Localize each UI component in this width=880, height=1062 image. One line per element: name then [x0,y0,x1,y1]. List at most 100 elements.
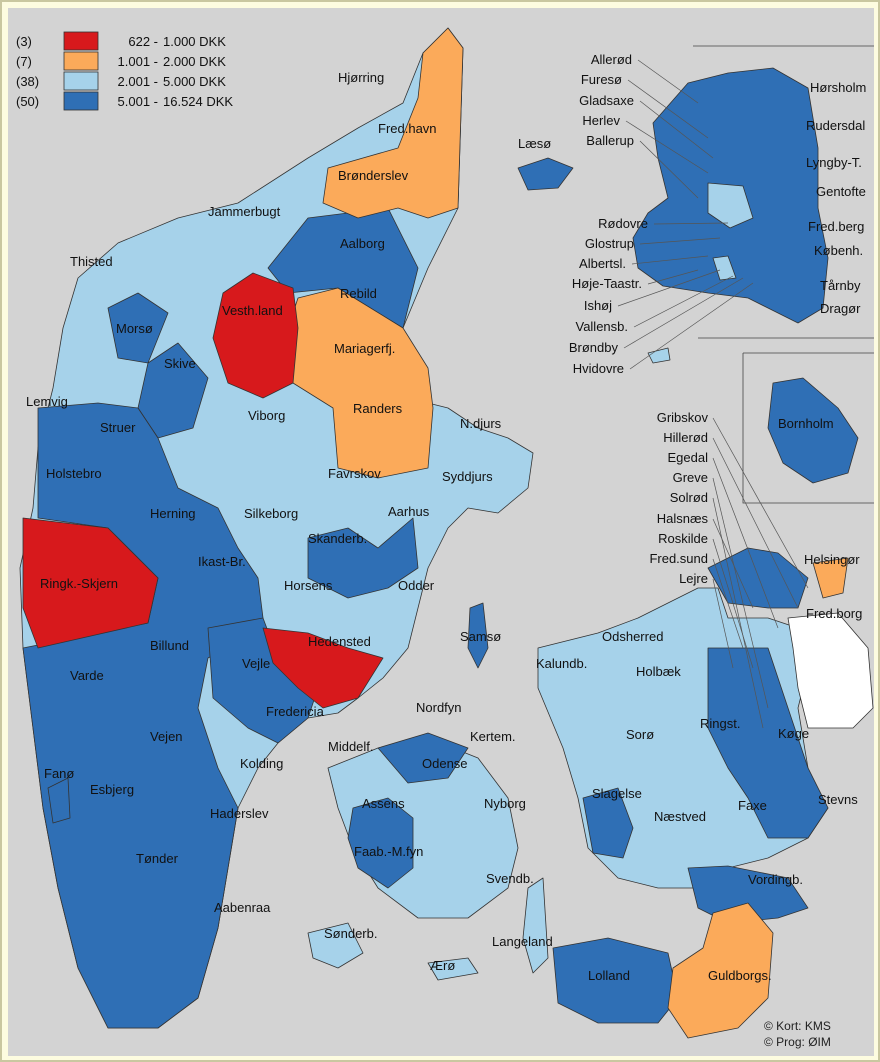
label-vesthland: Vesth.land [222,303,283,318]
muni-dark-vordingborg [687,865,809,924]
label-mariagerfj: Mariagerfj. [334,341,395,356]
island-aero [427,957,479,981]
credit-prog: © Prog: ØIM [764,1035,831,1049]
label-helsingor: Helsingør [804,552,860,567]
inset-label-kobenh: Københ. [814,243,863,258]
label-slagelse: Slagelse [592,786,642,801]
nsj-label-gribskov: Gribskov [657,410,709,425]
label-ikastbr: Ikast-Br. [198,554,246,569]
muni-dark-lolland [552,937,679,1024]
label-ringst: Ringst. [700,716,740,731]
inset-label-glostrup: Glostrup [585,236,634,251]
label-bronderslev: Brønderslev [338,168,409,183]
inset-label-herlev: Herlev [582,113,620,128]
label-skanderb: Skanderb. [308,531,367,546]
legend-count-4: (50) [16,94,39,109]
label-horsens: Horsens [284,578,333,593]
label-esbjerg: Esbjerg [90,782,134,797]
label-laeso: Læsø [518,136,551,151]
muni-dark-nordfyn [377,732,469,784]
legend-to-2: 2.000 DKK [163,54,226,69]
nsj-label-solrod: Solrød [670,490,708,505]
legend-count-3: (38) [16,74,39,89]
label-aabenraa: Aabenraa [214,900,271,915]
label-sonderb: Sønderb. [324,926,377,941]
island-langeland [522,877,549,974]
nsj-label-egedal: Egedal [668,450,709,465]
muni-dark-fano [47,777,71,824]
label-nyborg: Nyborg [484,796,526,811]
leader-lines [617,59,809,729]
inset-nsj-labels: Gribskov Hillerød Egedal Greve Solrød Ha… [649,410,708,586]
label-skive: Skive [164,356,196,371]
label-assens: Assens [362,796,405,811]
muni-red-ringkobing [22,517,159,649]
label-vordingb: Vordingb. [748,872,803,887]
label-tonder: Tønder [136,851,179,866]
legend: (3) 622 - 1.000 DKK (7) 1.001 - 2.000 DK… [16,31,233,111]
inset-label-horsholm: Hørsholm [810,80,866,95]
label-vejen: Vejen [150,729,183,744]
inset-label-tarnby: Tårnby [820,278,861,293]
inset-label-ishoj: Ishøj [584,298,612,313]
label-haderslev: Haderslev [210,806,269,821]
label-varde: Varde [70,668,104,683]
inset-label-gladsaxe: Gladsaxe [579,93,634,108]
inset-label-rudersdal: Rudersdal [806,118,865,133]
inset-label-dragor: Dragør [820,301,861,316]
nsj-label-halsnaes: Halsnæs [657,511,709,526]
nsj-label-roskilde: Roskilde [658,531,708,546]
label-viborg: Viborg [248,408,285,423]
inset-capital-labels: Allerød Furesø Gladsaxe Herlev Ballerup … [569,52,866,376]
legend-count-1: (3) [16,34,32,49]
label-stevns: Stevns [818,792,858,807]
label-vejle: Vejle [242,656,270,671]
muni-red-hedensted [262,627,384,709]
credits: © Kort: KMS © Prog: ØIM [764,1019,831,1049]
muni-dark-samso [467,602,489,669]
muni-dark-koge [707,647,829,839]
label-ndjurs: N.djurs [460,416,502,431]
inset-capital-frame [693,45,874,339]
label-silkeborg: Silkeborg [244,506,298,521]
muni-orange-helsingor [812,557,849,599]
label-kolding: Kolding [240,756,283,771]
label-kalundb: Kalundb. [536,656,587,671]
label-lemvig: Lemvig [26,394,68,409]
inset-label-rodovre: Rødovre [598,216,648,231]
legend-to-3: 5.000 DKK [163,74,226,89]
label-soro: Sorø [626,727,654,742]
inset-label-hojetaastr: Høje-Taastr. [572,276,642,291]
inset-label-albertsl: Albertsl. [579,256,626,271]
label-morso: Morsø [116,321,153,336]
inset-label-brondby: Brøndby [569,340,619,355]
label-koge: Køge [778,726,809,741]
label-kertem: Kertem. [470,729,516,744]
inset-label-ballerup: Ballerup [586,133,634,148]
inset-label-fredberg: Fred.berg [808,219,864,234]
label-odense: Odense [422,756,468,771]
inset-label-fureso: Furesø [581,72,622,87]
label-faxe: Faxe [738,798,767,813]
label-samso: Samsø [460,629,501,644]
label-aero: Ærø [430,958,455,973]
legend-swatch-3 [63,71,99,91]
label-middelf: Middelf. [328,739,374,754]
label-svendb: Svendb. [486,871,534,886]
legend-from-4: 5.001 - [118,94,158,109]
label-ringkskjern: Ringk.-Skjern [40,576,118,591]
label-faabmfyn: Faab.-M.fyn [354,844,423,859]
label-guldborgs: Guldborgs. [708,968,772,983]
legend-swatch-1 [63,31,99,51]
area-capital-nodata [787,612,874,729]
inset-label-gentofte: Gentofte [816,184,866,199]
label-fredhavn: Fred.havn [378,121,437,136]
label-odder: Odder [398,578,435,593]
label-fredericia: Fredericia [266,704,325,719]
muni-orange-north [322,27,464,219]
label-lolland: Lolland [588,968,630,983]
inset-label-vallensb: Vallensb. [575,319,628,334]
label-bornholm: Bornholm [778,416,834,431]
label-thisted: Thisted [70,254,113,269]
muni-orange-guldborgsund [667,902,774,1039]
